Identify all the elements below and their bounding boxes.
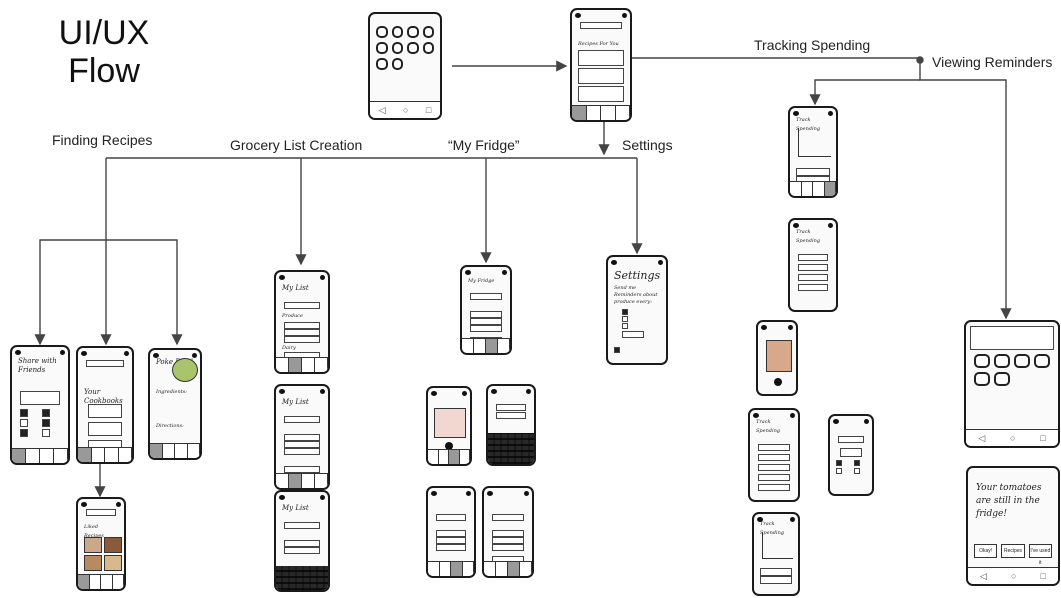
android-nav-bar: ◁○□ — [370, 101, 440, 118]
on-screen-keyboard — [276, 566, 328, 590]
phone-track-spending-4: Track Spending — [752, 512, 800, 596]
phone-my-fridge-3 — [482, 486, 534, 578]
app-icon-grid — [376, 26, 434, 70]
receipt-image — [766, 340, 792, 372]
branch-recipes-right — [106, 239, 183, 346]
phone-my-fridge-2 — [426, 486, 476, 578]
title-line-1: UI/UX — [58, 14, 150, 52]
label-my-fridge: “My Fridge” — [448, 137, 520, 153]
phone-receipt-photo — [756, 320, 798, 396]
dairy-label: Dairy — [282, 345, 296, 351]
my-fridge-heading: My Fridge — [468, 278, 495, 284]
notification-banner[interactable] — [970, 326, 1054, 350]
phone-main-recipes: Recipes For You — [570, 8, 632, 122]
phone-fridge-keyboard — [486, 384, 536, 466]
spending-graph — [798, 128, 831, 157]
scanned-receipt-image — [434, 408, 466, 438]
send-button[interactable] — [20, 391, 60, 405]
track-spending-heading-3: Track Spending — [756, 419, 781, 434]
label-grocery-list-creation: Grocery List Creation — [230, 137, 363, 153]
reminder-action-buttons: Okay! Recipes I've used it — [974, 544, 1052, 566]
ingredients-label: Ingredients: — [156, 389, 187, 395]
phone-track-spending-2: Track Spending — [788, 218, 838, 312]
recipe-card-1 — [578, 50, 624, 66]
my-list-heading-3: My List — [282, 504, 309, 512]
phone-my-fridge-1: My Fridge — [460, 265, 512, 355]
your-cookbooks-heading: Your Cookbooks — [84, 388, 123, 405]
cookbook-pastas[interactable] — [88, 422, 122, 436]
track-spending-heading: Track Spending — [796, 117, 821, 132]
diagram-title: UI/UX Flow — [52, 14, 156, 90]
label-viewing-reminders: Viewing Reminders — [932, 54, 1053, 70]
phone-my-list-keyboard: My List — [274, 490, 330, 592]
settings-heading: Settings — [614, 269, 661, 282]
reminder-checkbox[interactable] — [614, 347, 620, 353]
phone-split-with-friends — [828, 414, 874, 496]
phone-track-spending-1: Track Spending — [788, 106, 838, 198]
recipe-card-3 — [578, 86, 624, 102]
directions-label: Directions: — [156, 423, 184, 429]
shutter-button[interactable] — [445, 442, 453, 450]
bottom-tab-bar — [572, 105, 630, 120]
label-settings: Settings — [622, 137, 673, 153]
phone-poke-bowl: Poke Bowl Ingredients: Directions: — [148, 348, 202, 460]
track-spending-heading-4: Track Spending — [760, 521, 785, 536]
branch-tracking — [809, 79, 920, 106]
all-receipts-button[interactable] — [796, 168, 830, 176]
phone-my-list-1: My List Produce Dairy — [274, 270, 330, 374]
phone-track-spending-3: Track Spending — [748, 408, 800, 502]
phone-your-cookbooks: Your Cookbooks — [76, 346, 134, 464]
phone-liked-recipes: Liked Recipes — [76, 497, 126, 591]
phone-reminder-notification: ◁○□ — [964, 320, 1060, 448]
phone-fridge-camera — [426, 386, 472, 466]
label-finding-recipes: Finding Recipes — [52, 132, 153, 148]
share-with-friends-heading: Share with Friends — [18, 357, 57, 374]
label-tracking-spending: Tracking Spending — [754, 37, 871, 53]
tomatoes-message: Your tomatoes are still in the fridge! — [976, 483, 1042, 519]
my-list-heading: My List — [282, 284, 309, 292]
recipe-card-2 — [578, 68, 624, 84]
recipes-button[interactable]: Recipes — [1001, 544, 1025, 558]
settings-description: Send me Reminders about produce every: — [614, 285, 658, 305]
okay-button[interactable]: Okay! — [974, 544, 998, 558]
used-it-button[interactable]: I've used it — [1028, 544, 1052, 566]
produce-label: Produce — [282, 313, 303, 319]
search-bar — [580, 22, 622, 29]
poke-bowl-image — [172, 358, 198, 382]
on-screen-keyboard-2 — [488, 432, 534, 464]
phone-settings: Settings Send me Reminders about produce… — [606, 255, 668, 365]
phone-tomatoes-reminder: Your tomatoes are still in the fridge! O… — [966, 466, 1060, 586]
my-list-heading-2: My List — [282, 398, 309, 406]
phone-home-screen: ◁○□ — [368, 12, 442, 120]
track-spending-heading-2: Track Spending — [796, 229, 821, 244]
phone-share-with-friends: Share with Friends — [10, 345, 70, 465]
branch-recipes-left — [34, 239, 106, 346]
branch-reminders — [919, 60, 1012, 320]
title-line-2: Flow — [68, 52, 140, 90]
recipes-for-you-heading: Recipes For You — [578, 41, 619, 47]
cookbook-desserts[interactable] — [88, 404, 122, 418]
liked-recipes-heading: Liked Recipes — [84, 524, 104, 539]
phone-my-list-2: My List — [274, 384, 330, 490]
